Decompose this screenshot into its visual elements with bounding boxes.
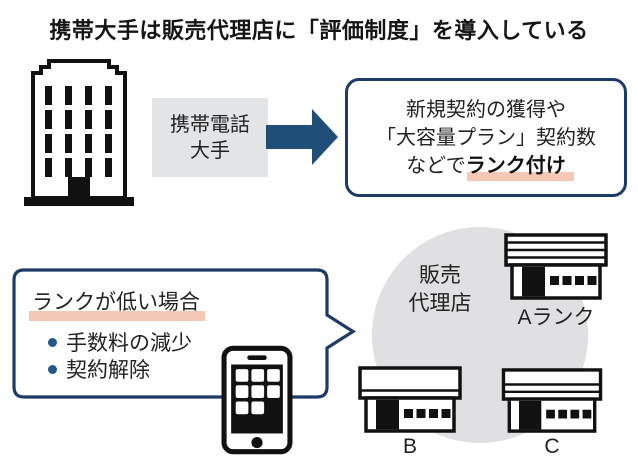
agency-group-label: 販売 代理店	[390, 262, 490, 318]
storefront-icon	[504, 233, 608, 300]
result-line3: などでランク付け	[406, 152, 566, 180]
bullet-dot-icon	[48, 337, 57, 347]
bullet-item-cancel: 契約解除	[48, 354, 150, 384]
smartphone-icon	[221, 345, 293, 455]
store-rank-c-label: C	[544, 435, 560, 458]
agency-label-line2: 代理店	[408, 292, 472, 315]
carrier-label-box: 携帯電話 大手	[152, 98, 268, 177]
office-building-icon	[24, 59, 134, 206]
page-title: 携帯大手は販売代理店に「評価制度」を導入している	[49, 18, 589, 43]
result-line2: 「大容量プラン」契約数	[376, 126, 596, 149]
bullet-item-fee: 手数料の減少	[48, 327, 192, 357]
result-line3-prefix: などで	[406, 154, 466, 177]
arrow-right-icon	[266, 109, 338, 165]
bullet-text: 手数料の減少	[66, 332, 192, 355]
result-line1: 新規契約の獲得や	[406, 98, 566, 121]
storefront-icon	[501, 368, 603, 433]
carrier-label-line2: 大手	[190, 139, 230, 162]
low-rank-heading: ランクが低い場合	[32, 291, 200, 314]
bullet-text: 契約解除	[66, 359, 150, 382]
ranking-result-box: 新規契約の獲得や 「大容量プラン」契約数 などでランク付け	[345, 78, 627, 197]
bullet-dot-icon	[48, 364, 57, 374]
result-line3-highlight: ランク付け	[465, 154, 566, 177]
store-rank-b-label: B	[402, 435, 417, 458]
store-rank-a-label: Aランク	[517, 306, 595, 329]
agency-label-line1: 販売	[419, 264, 461, 287]
storefront-icon	[358, 366, 462, 433]
carrier-label-line1: 携帯電話	[170, 113, 250, 136]
